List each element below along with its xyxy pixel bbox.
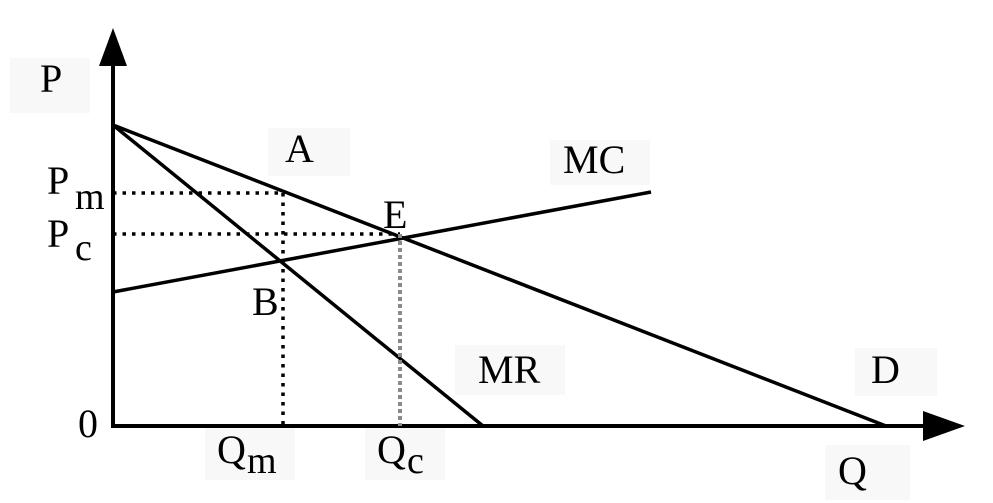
d-label: D [871,347,900,392]
quantity-axis-arrowhead [923,411,965,441]
price-axis-arrowhead [99,28,127,66]
label-bg-qm [205,428,295,480]
label-bg-a [268,128,350,176]
label-bg-p [10,58,90,113]
q-axis-label: Q [838,448,867,493]
point-b-label: B [252,279,279,324]
origin-label: 0 [78,401,98,446]
qm-label: Q [217,427,246,472]
mc-label: MC [563,137,625,182]
demand-curve [112,123,887,428]
marginal-revenue-curve [111,123,485,428]
label-bg-q [825,445,910,500]
qm-subscript: m [247,440,277,482]
marginal-cost-curve [112,190,652,294]
qc-label: Q [377,427,406,472]
label-bg-mc [550,140,650,185]
mr-label: MR [478,347,541,392]
p-axis-label: P [40,56,62,101]
pm-subscript: m [75,176,105,218]
label-bg-d [855,348,937,396]
pc-label: P [47,211,69,256]
qc-subscript: c [407,440,424,482]
point-a-label: A [285,126,314,171]
label-bg-mr [455,345,565,395]
label-bg-qc [365,428,445,480]
point-e-label: E [383,192,407,237]
pm-label: P [47,158,69,203]
pc-subscript: c [75,227,92,269]
